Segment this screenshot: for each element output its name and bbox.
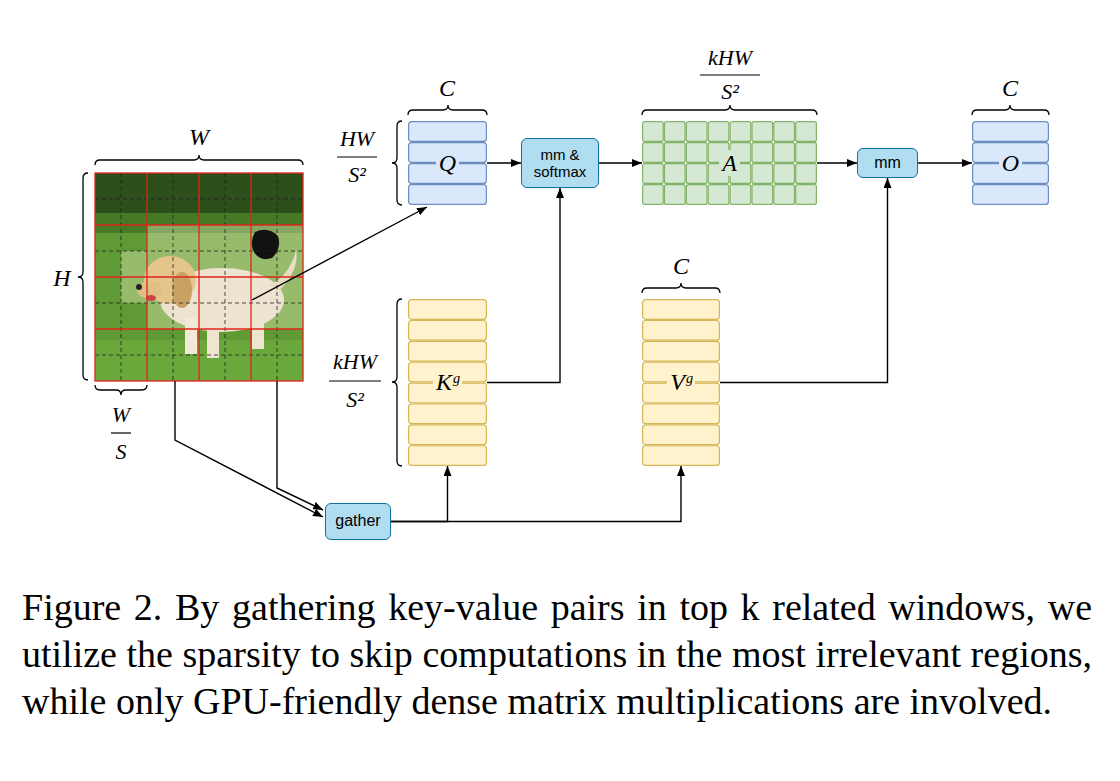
dimension-label: W — [189, 125, 209, 149]
photo-arrow — [175, 207, 427, 517]
matrix-cell — [409, 185, 487, 205]
matrix-cell — [409, 425, 487, 445]
dimension-label: kHW — [708, 47, 752, 69]
dimension-label: C — [673, 254, 689, 278]
attention-matrix: A — [642, 121, 817, 205]
matrix-cell — [686, 164, 707, 184]
matrix-symbol: O — [999, 150, 1022, 176]
dimension-brace — [78, 105, 1049, 466]
connector-arrow — [487, 188, 560, 383]
operation-label: mm & softmax — [527, 146, 593, 181]
fraction-bar — [111, 75, 760, 433]
matrix-cell — [409, 300, 487, 320]
matrix-cell — [973, 185, 1049, 205]
matrix-cell — [752, 122, 773, 142]
dog-leg — [207, 318, 219, 358]
matrix-cell — [796, 143, 817, 163]
dimension-label: S — [116, 441, 127, 463]
key-matrix: Kᵍ — [408, 299, 487, 466]
matrix-cell — [409, 446, 487, 466]
matrix-cell — [796, 164, 817, 184]
matrix-cell — [643, 446, 720, 466]
matrix-cell — [664, 122, 685, 142]
matrix-cell — [409, 341, 487, 361]
matrix-cell — [708, 185, 729, 205]
dimension-label: HW — [340, 128, 374, 150]
dog-leg — [185, 318, 197, 354]
matrix-cell — [664, 164, 685, 184]
window-grid — [95, 173, 303, 381]
matrix-cell — [643, 320, 720, 340]
connector-arrow — [487, 162, 521, 163]
matrix-cell — [774, 143, 795, 163]
operation-box: mm & softmax — [521, 138, 599, 188]
matrix-cell — [752, 185, 773, 205]
dog-tail — [270, 250, 297, 292]
matrix-cell — [409, 404, 487, 424]
matrix-cell — [774, 185, 795, 205]
matrix-cell — [796, 122, 817, 142]
matrix-cell — [774, 164, 795, 184]
matrix-cell — [643, 164, 664, 184]
matrix-cell — [643, 122, 664, 142]
dimension-label: W — [112, 404, 130, 426]
matrix-cell — [664, 185, 685, 205]
matrix-cell — [973, 122, 1049, 142]
matrix-cell — [730, 185, 751, 205]
query-matrix: Q — [408, 121, 487, 205]
matrix-cell — [686, 143, 707, 163]
matrix-symbol: Vᵍ — [667, 369, 695, 395]
dog-nose — [136, 284, 142, 290]
dimension-label: kHW — [333, 351, 377, 373]
output-matrix: O — [972, 121, 1049, 205]
dimension-label: C — [1002, 76, 1018, 100]
mask-blotch — [252, 230, 279, 259]
connector-arrow — [918, 162, 972, 163]
dimension-label: S² — [346, 389, 364, 411]
matrix-cell — [686, 185, 707, 205]
matrix-cell — [643, 185, 664, 205]
matrix-cell — [752, 164, 773, 184]
dimension-label: H — [53, 266, 70, 290]
matrix-cell — [774, 122, 795, 142]
dimension-label: C — [439, 76, 455, 100]
connector-arrow — [720, 178, 888, 383]
matrix-cell — [730, 122, 751, 142]
matrix-symbol: Q — [436, 150, 459, 176]
matrix-cell — [686, 122, 707, 142]
matrix-cell — [409, 320, 487, 340]
figure-caption: Figure 2. By gathering key-value pairs i… — [22, 584, 1092, 725]
matrix-symbol: Kᵍ — [433, 369, 462, 395]
matrix-cell — [643, 404, 720, 424]
matrix-cell — [796, 185, 817, 205]
operation-box: gather — [325, 503, 391, 540]
sub-window-grid — [95, 173, 303, 381]
matrix-cell — [643, 425, 720, 445]
dog-leg — [252, 315, 264, 349]
connector-arrow — [817, 162, 857, 163]
matrix-cell — [664, 143, 685, 163]
operation-label: gather — [335, 512, 380, 530]
operation-box: mm — [857, 148, 918, 178]
dimension-label: S² — [721, 81, 739, 103]
dimension-label: S² — [348, 164, 366, 186]
matrix-cell — [708, 122, 729, 142]
photo-grass — [95, 173, 303, 381]
matrix-cell — [643, 300, 720, 320]
matrix-symbol: A — [719, 150, 740, 176]
operation-label: mm — [874, 154, 901, 172]
value-matrix: Vᵍ — [642, 299, 720, 466]
connector-arrow — [599, 162, 642, 163]
dog-photo — [95, 173, 303, 381]
matrix-cell — [409, 122, 487, 142]
matrix-cell — [643, 341, 720, 361]
connector-arrow — [391, 466, 448, 522]
matrix-cell — [752, 143, 773, 163]
matrix-cell — [643, 143, 664, 163]
connector-arrow — [391, 466, 681, 522]
